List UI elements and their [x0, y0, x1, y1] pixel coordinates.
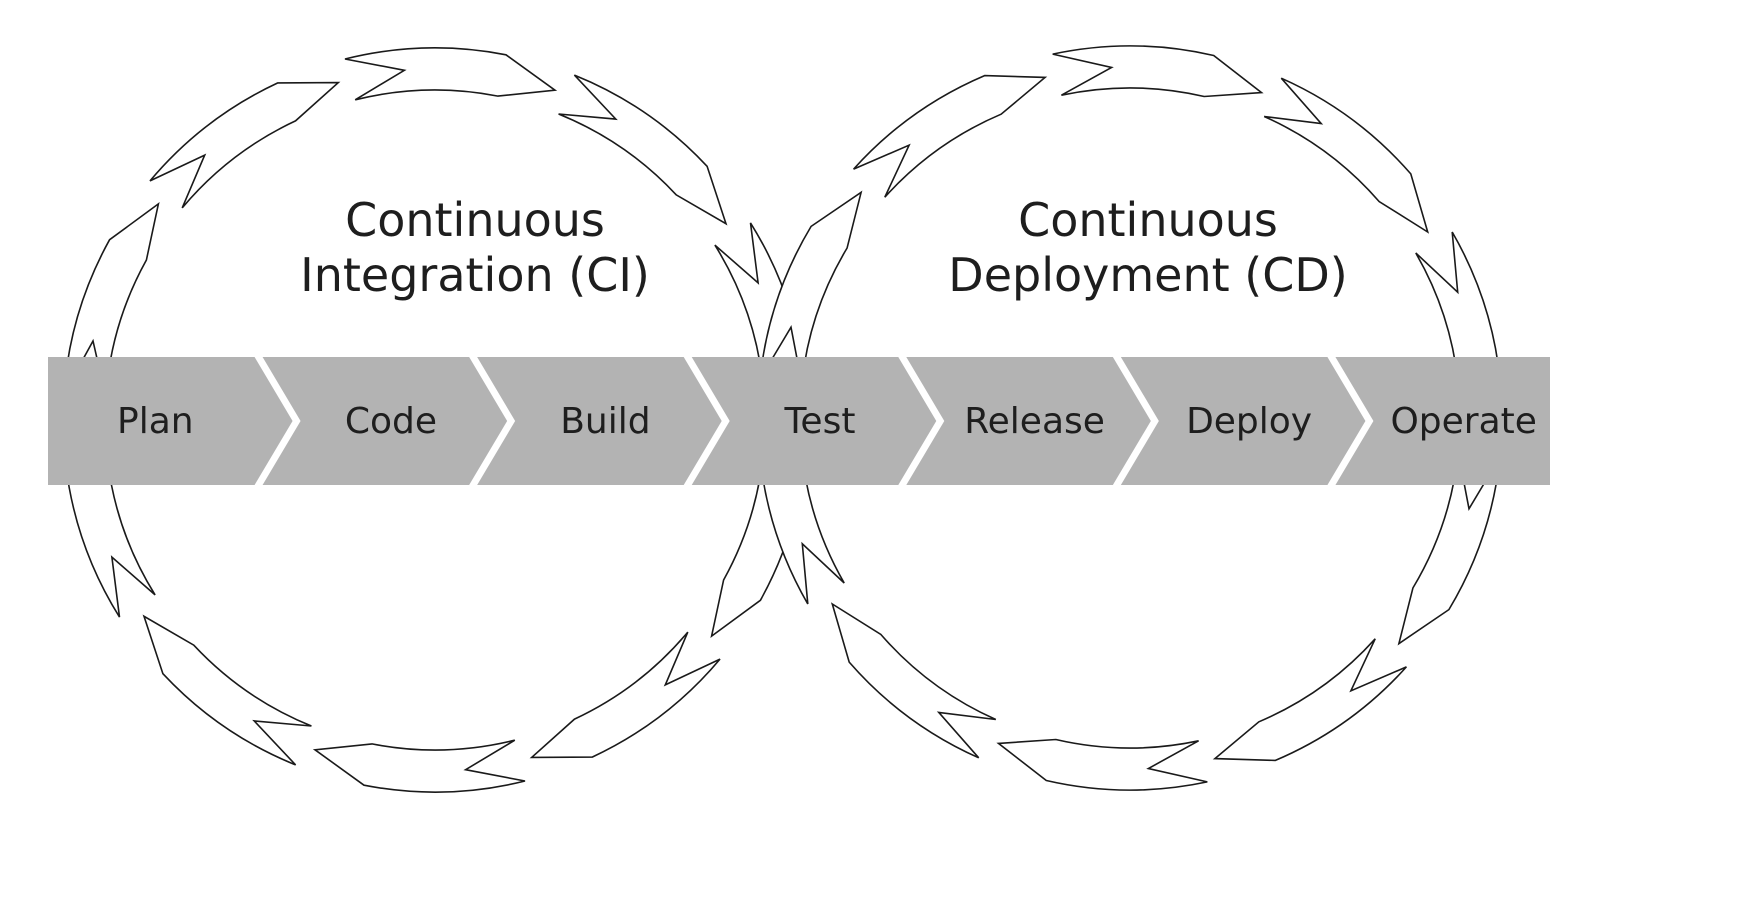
- stage-label-plan: Plan: [117, 401, 194, 442]
- cd-cycle-arrow-segment: [1052, 45, 1264, 98]
- cd-cycle-arrow-segment: [1263, 77, 1430, 234]
- ci-cycle-arrow-segment: [529, 631, 721, 759]
- stage-label-operate: Operate: [1390, 401, 1536, 442]
- stage-label-release: Release: [964, 401, 1105, 442]
- ci-title-line-1: Continuous: [345, 193, 605, 247]
- stage-label-deploy: Deploy: [1186, 401, 1312, 442]
- stage-labels: Plan Code Build Test Release Deploy Oper…: [117, 401, 1537, 442]
- stage-chevron-operate: [1335, 357, 1550, 485]
- stage-label-build: Build: [560, 401, 650, 442]
- stage-label-code: Code: [345, 401, 437, 442]
- stage-chevron-plan: [48, 357, 293, 485]
- stage-chevron-release: [906, 357, 1151, 485]
- cd-cycle-arrow-segment: [830, 602, 997, 759]
- ci-cycle-arrow-segment: [312, 739, 526, 793]
- ci-cycle-arrow-segment: [142, 614, 312, 766]
- stage-chevron-build: [477, 357, 722, 485]
- ci-cycle-arrow-segment: [558, 74, 728, 226]
- ci-title-line-2: Integration (CI): [300, 248, 650, 302]
- stage-chevron-code: [262, 357, 508, 485]
- ci-cycle-arrow-segment: [149, 81, 341, 209]
- cd-title-line-2: Deployment (CD): [948, 248, 1347, 302]
- stage-chevron-deploy: [1120, 357, 1366, 485]
- cd-cycle-arrow-segment: [996, 738, 1208, 791]
- cd-cycle-arrow-segment: [1212, 638, 1407, 762]
- cd-title-line-1: Continuous: [1018, 193, 1278, 247]
- stage-chevron-test: [691, 357, 937, 485]
- ci-cycle-arrow-segment: [344, 47, 558, 101]
- cycle-titles: Continuous Integration (CI) Continuous D…: [300, 193, 1348, 302]
- cd-cycle-arrow-segment: [853, 74, 1048, 198]
- stage-label-test: Test: [784, 401, 856, 442]
- pipeline-band: [48, 357, 1550, 485]
